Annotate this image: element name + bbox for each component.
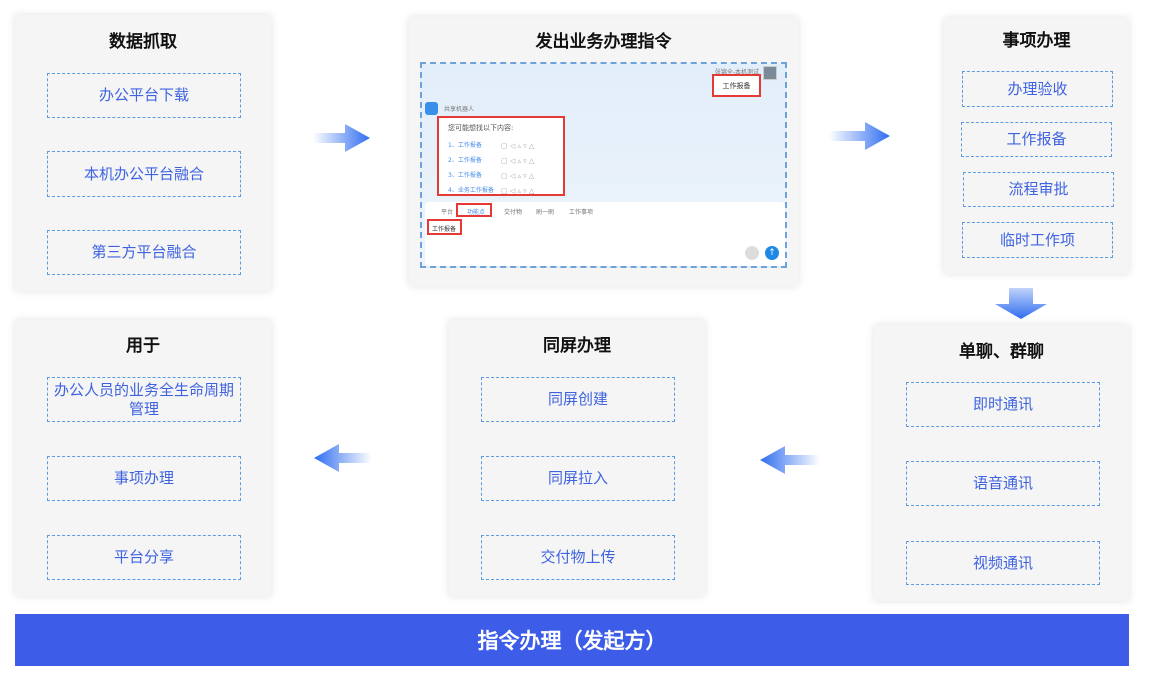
arrow-right-icon [829,122,890,150]
avatar [763,66,777,80]
panel-usage: 用于 办公人员的业务全生命周期管理 事项办理 平台分享 [15,320,271,596]
arrow-left-icon [760,446,820,474]
user-message-highlight: 工作报备 [712,74,761,97]
arrow-left-icon [314,444,372,472]
suggestions-highlight: 您可能想找以下内容: 1、工作报备 2、工作报备 3、工作报备 4、业务工作报备… [437,116,565,196]
tool-deliverable[interactable]: 交付物 [504,209,523,216]
item-acceptance: 办理验收 [962,71,1113,107]
panel-chat: 单聊、群聊 即时通讯 语音通讯 视频通讯 [874,325,1129,601]
tool-work-items[interactable]: 工作事项 [569,209,594,216]
item-local-fusion: 本机办公平台融合 [47,151,241,197]
item-voice: 语音通讯 [906,461,1100,506]
item-third-party-fusion: 第三方平台融合 [47,230,241,275]
item-office-download: 办公平台下载 [47,73,241,118]
send-button[interactable]: ↑ [765,246,779,260]
bot-name: 共享机器人 [444,106,475,113]
input-area: 平台 功能点 交付物 刷一刷 工作事项 工作报备 ↑ [425,202,785,266]
mic-button[interactable] [745,246,759,260]
panel-title: 用于 [126,336,160,356]
item-matter: 事项办理 [47,456,241,501]
item-screen-create: 同屏创建 [481,377,675,422]
suggestion-item[interactable]: 2、工作报备 [448,157,482,164]
panel-title: 事项办理 [1002,31,1071,51]
suggestion-item[interactable]: 1、工作报备 [448,142,482,149]
panel-issue-command: 发出业务办理指令 张锦全-本机测试 工作报备 共享机器人 您可能想找以下内容: … [409,17,798,286]
panel-title: 数据抓取 [109,32,177,52]
tool-refresh[interactable]: 刷一刷 [536,209,555,216]
suggest-title: 您可能想找以下内容: [448,124,514,132]
input-value: 工作报备 [432,226,457,233]
tool-platform[interactable]: 平台 [441,209,454,216]
input-highlight[interactable]: 工作报备 [427,219,462,235]
panel-matter-handling: 事项办理 办理验收 工作报备 流程审批 临时工作项 [944,18,1129,274]
sender-name: 张锦全-本机测试 [714,69,759,76]
panel-title: 单聊、群聊 [959,342,1044,362]
feedback-icons[interactable]: ▢ ◁ ▵ ▿ △▢ ◁ ▵ ▿ △▢ ◁ ▵ ▿ △▢ ◁ ▵ ▿ △ [501,142,535,195]
suggestion-item[interactable]: 4、业务工作报备 [448,187,494,194]
tool-function-highlight[interactable]: 功能点 [456,203,492,217]
item-instant-messaging: 即时通讯 [906,382,1100,427]
chat-screenshot: 张锦全-本机测试 工作报备 共享机器人 您可能想找以下内容: 1、工作报备 2、… [420,62,787,268]
arrow-right-icon [313,124,370,152]
item-deliverable-upload: 交付物上传 [481,535,675,580]
item-work-report: 工作报备 [961,122,1112,157]
item-lifecycle: 办公人员的业务全生命周期管理 [47,377,241,422]
panel-title: 发出业务办理指令 [535,32,672,52]
item-video: 视频通讯 [906,541,1100,585]
arrow-down-icon [995,288,1047,319]
suggestion-item[interactable]: 3、工作报备 [448,172,482,179]
item-approval: 流程审批 [963,172,1114,207]
panel-same-screen: 同屏办理 同屏创建 同屏拉入 交付物上传 [449,320,705,596]
bottom-bar: 指令办理（发起方） [15,614,1129,666]
item-temp-work: 临时工作项 [962,222,1113,258]
robot-icon [425,102,438,115]
item-screen-invite: 同屏拉入 [481,456,675,501]
item-share: 平台分享 [47,535,241,580]
user-message: 工作报备 [722,81,751,90]
panel-title: 同屏办理 [543,336,611,356]
panel-data-capture: 数据抓取 办公平台下载 本机办公平台融合 第三方平台融合 [15,15,271,291]
